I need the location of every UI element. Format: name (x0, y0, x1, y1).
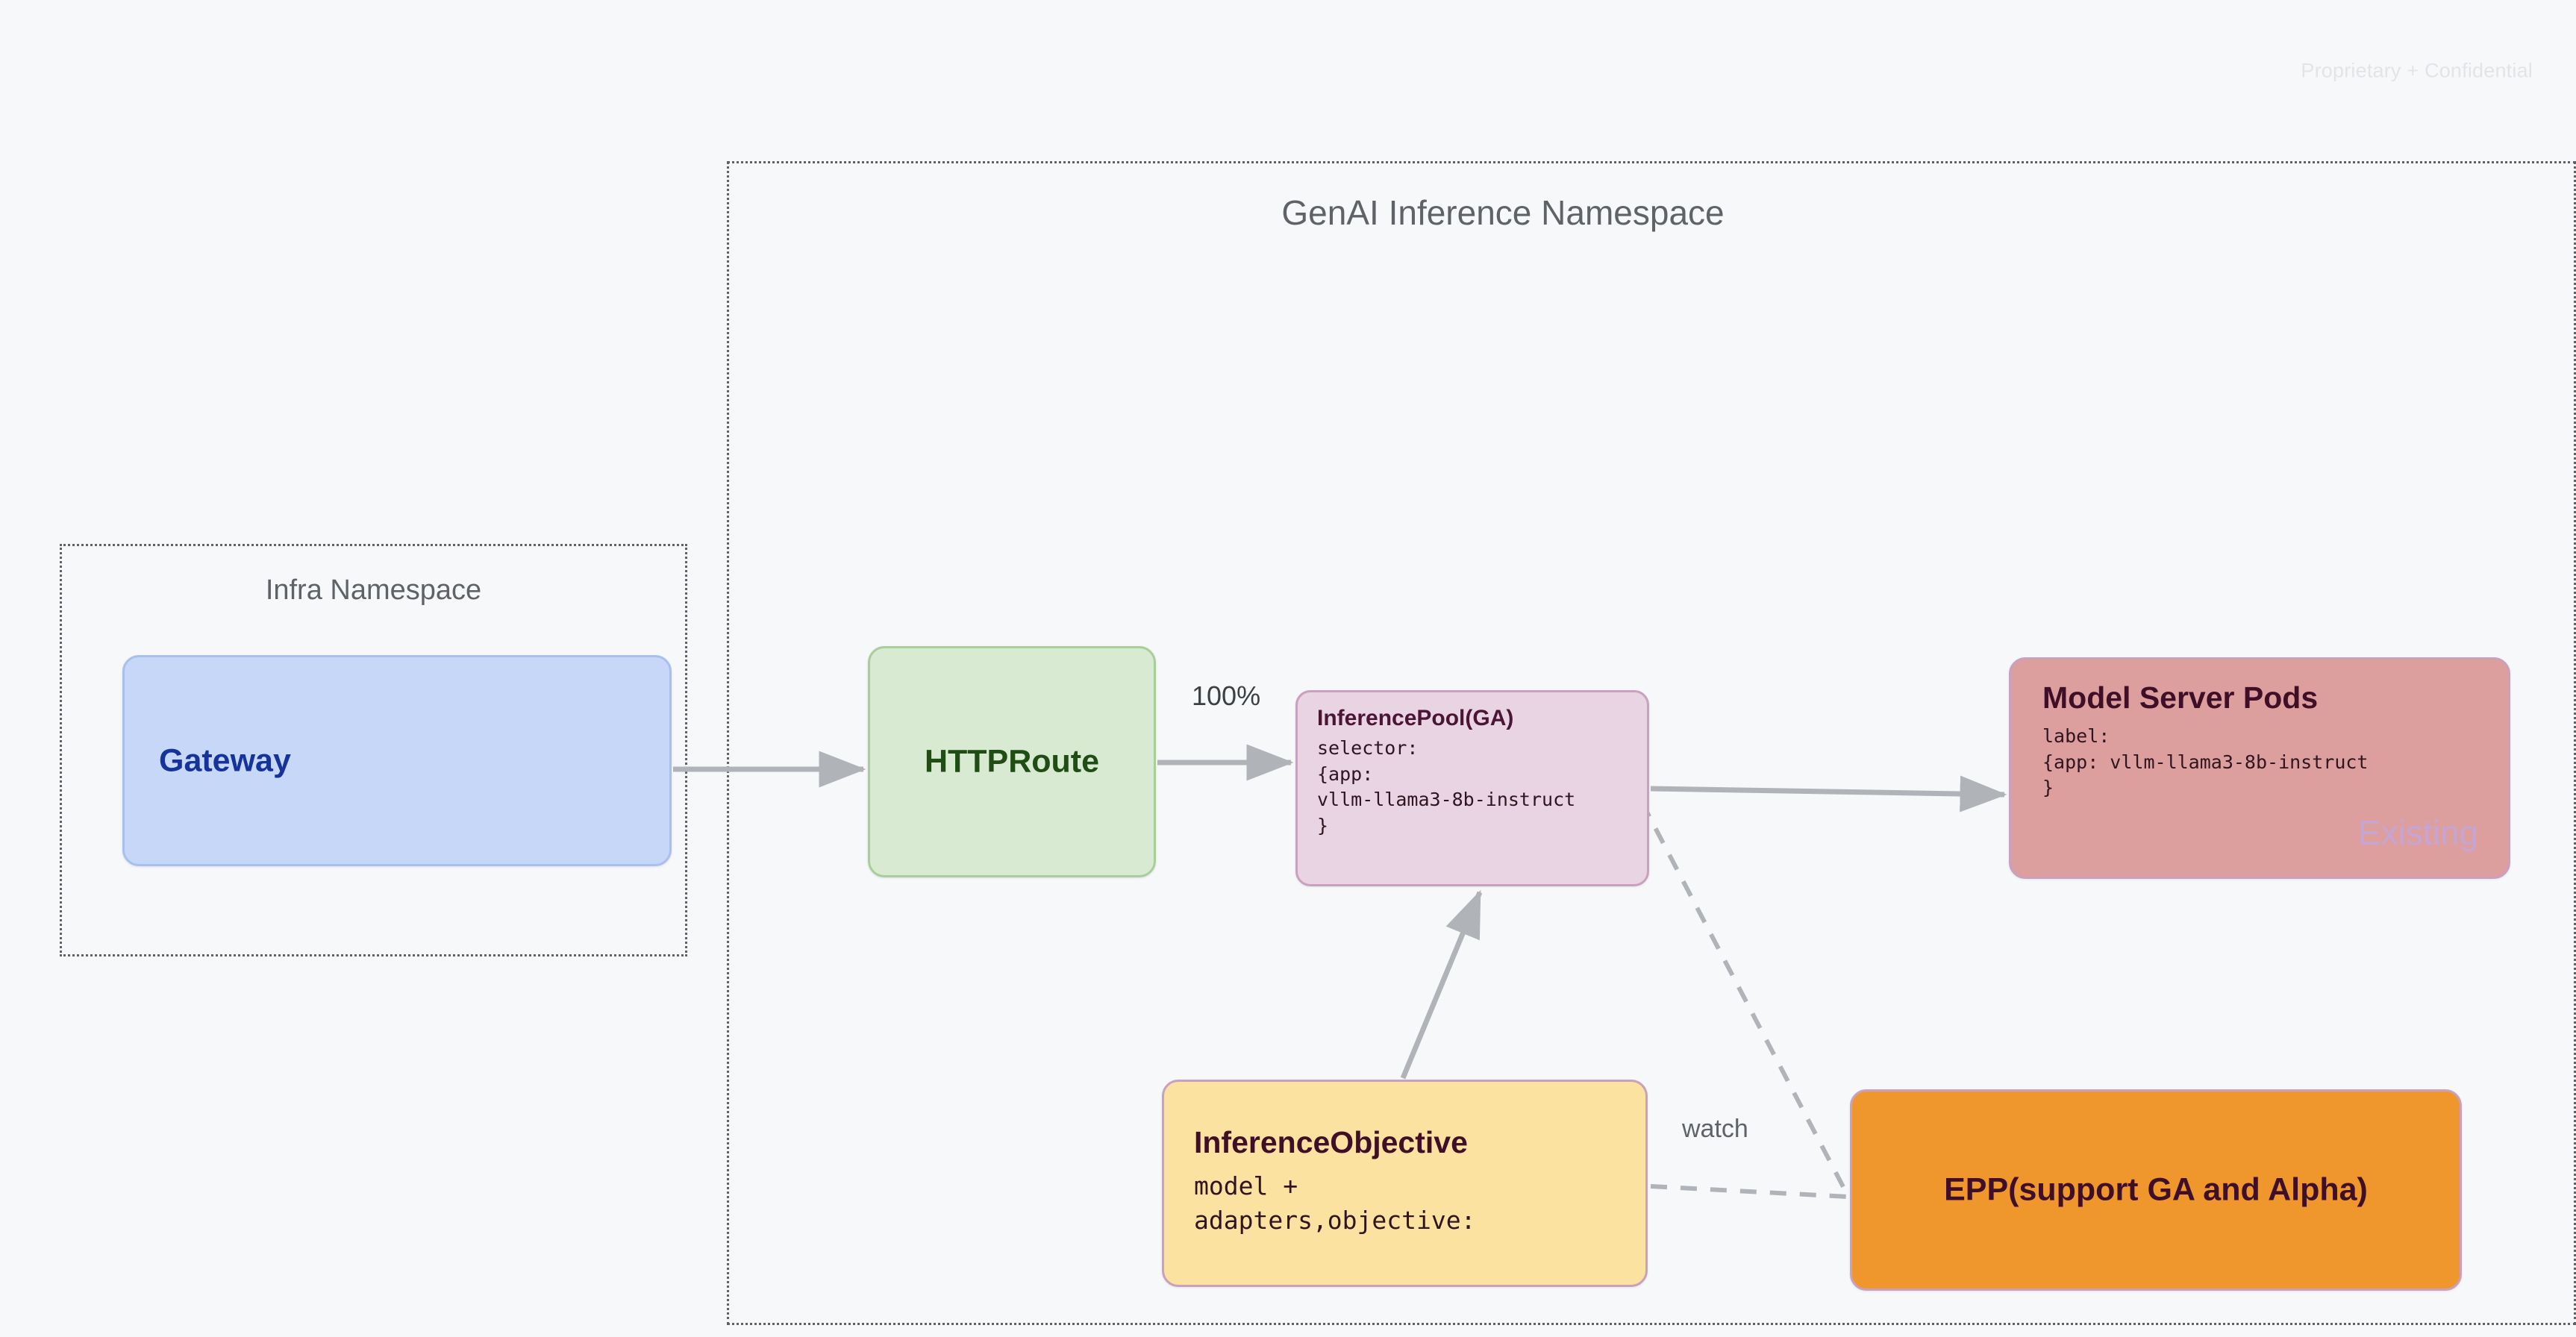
node-inferenceobjective[interactable]: InferenceObjective model + adapters,obje… (1162, 1080, 1648, 1287)
epp-label: EPP(support GA and Alpha) (1944, 1171, 2368, 1208)
existing-watermark: Existing (2357, 813, 2478, 852)
httproute-label: HTTPRoute (924, 743, 1100, 780)
inferencepool-label: InferencePool(GA) (1317, 706, 1514, 730)
inferencepool-selector-text: selector: {app: vllm-llama3-8b-instruct … (1317, 737, 1576, 836)
gateway-label: Gateway (159, 742, 291, 778)
model-server-pods-label-text: label: {app: vllm-llama3-8b-instruct } (2042, 725, 2369, 798)
node-gateway[interactable]: Gateway (122, 655, 672, 866)
confidential-notice: Proprietary + Confidential (2301, 59, 2533, 82)
node-model-server-pods[interactable]: Model Server Pods label: {app: vllm-llam… (2009, 657, 2510, 879)
infra-namespace-title: Infra Namespace (265, 574, 482, 606)
genai-inference-namespace-title: GenAI Inference Namespace (1281, 193, 1725, 232)
node-inferencepool[interactable]: InferencePool(GA) selector: {app: vllm-l… (1295, 690, 1649, 886)
model-server-pods-label: Model Server Pods (2042, 680, 2319, 715)
edge-label-100-percent: 100% (1192, 680, 1261, 711)
inferenceobjective-label: InferenceObjective (1194, 1125, 1468, 1159)
node-epp[interactable]: EPP(support GA and Alpha) (1850, 1089, 2462, 1291)
node-httproute[interactable]: HTTPRoute (868, 646, 1156, 877)
inferenceobjective-body-text: model + adapters,objective: (1194, 1171, 1476, 1235)
infra-namespace-container (60, 544, 687, 956)
edge-label-watch: watch (1682, 1115, 1748, 1143)
genai-inference-namespace-container (727, 161, 2576, 1325)
